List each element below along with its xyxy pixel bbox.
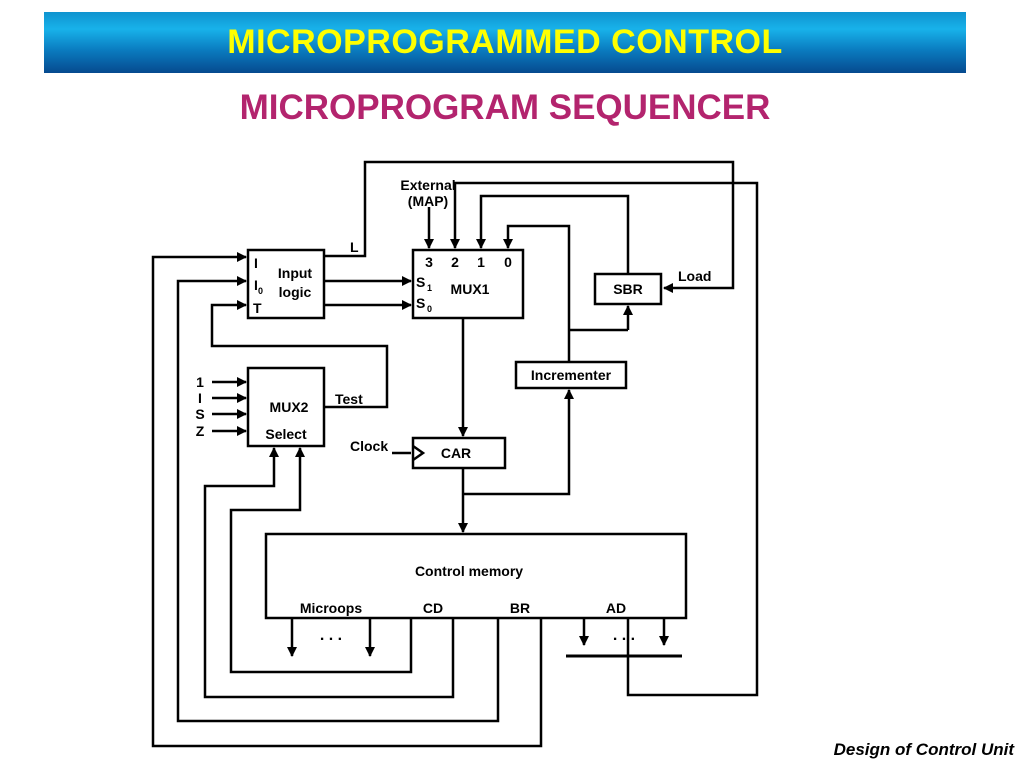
mux1-input-3: 3	[425, 254, 433, 270]
cd-line-0	[229, 447, 413, 674]
mux1-s0: S	[416, 295, 425, 311]
microops-dots: . . .	[320, 627, 342, 644]
pin-i0: I	[254, 277, 258, 293]
clock-label: Clock	[350, 438, 388, 454]
incrementer-box	[514, 360, 628, 390]
wires	[151, 160, 759, 748]
control-memory-label: Control memory	[415, 563, 523, 579]
slide-subtitle: MICROPROGRAM SEQUENCER	[239, 88, 771, 127]
title-banner: MICROPROGRAMMED CONTROL	[44, 12, 966, 73]
clock-triangle	[412, 444, 426, 462]
mux2-in-s-label: S	[195, 406, 204, 422]
car-to-incrementer	[463, 389, 574, 496]
load-label: Load	[678, 268, 711, 284]
input-logic-label-1: Input	[278, 265, 313, 281]
br-line-i1	[151, 252, 543, 748]
ad-dots: . . .	[613, 627, 635, 644]
map-label: (MAP)	[408, 193, 448, 209]
mux1-input-1: 1	[477, 254, 485, 270]
car-label: CAR	[441, 445, 471, 461]
mux1-s1-sub: 1	[427, 283, 432, 293]
car-box	[411, 436, 507, 470]
mux1-s0-sub: 0	[427, 304, 432, 314]
cd-line-1	[203, 447, 455, 699]
control-memory-box	[264, 532, 688, 620]
incrementer-to-mux-input-0	[503, 224, 571, 362]
mux1-label: MUX1	[451, 281, 490, 297]
field-br: BR	[510, 600, 530, 616]
mux2-in-1-label: 1	[196, 374, 204, 390]
incrementer-label: Incrementer	[531, 367, 612, 383]
input-logic-box	[246, 248, 326, 320]
l-label: L	[350, 239, 359, 255]
mux1-input-0: 0	[504, 254, 512, 270]
footer-caption: Design of Control Unit	[833, 740, 1014, 759]
test-label: Test	[335, 391, 363, 407]
mux2-in-z-label: Z	[196, 423, 205, 439]
field-cd: CD	[423, 600, 443, 616]
mux1-input-2: 2	[451, 254, 459, 270]
slide-title: MICROPROGRAMMED CONTROL	[227, 23, 783, 61]
field-microops: Microops	[300, 600, 362, 616]
pin-t: T	[253, 300, 262, 316]
mux2-in-i-label: I	[198, 390, 202, 406]
pin-i0-sub: 0	[258, 286, 263, 296]
mux2-label: MUX2	[270, 399, 309, 415]
input-logic-label-2: logic	[279, 284, 312, 300]
sbr-label: SBR	[613, 281, 643, 297]
pin-i1: I	[254, 255, 258, 271]
mux1-s1: S	[416, 274, 425, 290]
br-line-i0	[176, 276, 500, 723]
external-label: External	[400, 177, 455, 193]
mux2-select-label: Select	[265, 426, 307, 442]
field-ad: AD	[606, 600, 626, 616]
test-line	[210, 300, 389, 409]
load-line	[324, 160, 735, 293]
sbr-to-mux-input-1	[476, 194, 630, 274]
ad-to-mux-input-2	[450, 181, 759, 697]
mux1-box	[411, 248, 525, 320]
